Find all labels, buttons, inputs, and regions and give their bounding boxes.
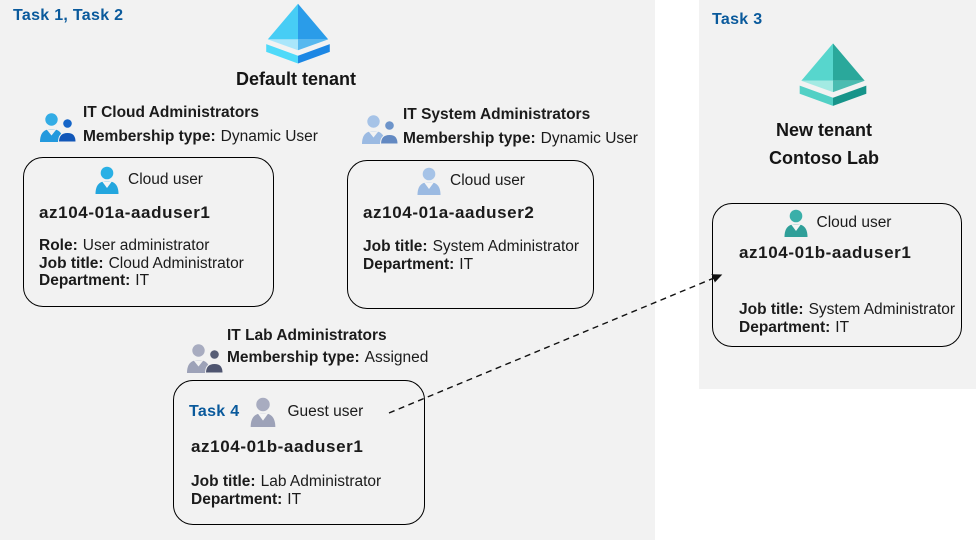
field-label: Role: xyxy=(39,237,78,254)
field-value: IT xyxy=(135,272,150,289)
field-row: Department:IT xyxy=(363,256,579,274)
task4-label: Task 4 xyxy=(189,403,240,420)
username: az104-01b-aaduser1 xyxy=(191,437,364,456)
field-row: Department:IT xyxy=(739,319,955,337)
group-name-it-lab-admins: IT Lab Administrators xyxy=(227,327,387,344)
field-label: Department: xyxy=(739,318,831,336)
group-membership: Membership type:Dynamic User xyxy=(83,128,318,146)
membership-type-value: Dynamic User xyxy=(220,128,318,145)
user-type-label: Cloud user xyxy=(128,171,203,188)
cloud-user-periwinkle-icon xyxy=(416,167,442,195)
field-label: Department: xyxy=(363,255,455,273)
field-value: User administrator xyxy=(82,237,210,254)
cloud-user-blue-icon xyxy=(94,166,120,194)
field-value: System Administrator xyxy=(808,301,956,318)
username: az104-01a-aaduser1 xyxy=(39,203,211,222)
new-tenant-panel: Task 3 New tenant Contoso Lab Cloud user… xyxy=(699,0,976,389)
membership-type-value: Assigned xyxy=(364,349,429,366)
membership-type-label: Membership type: xyxy=(403,130,536,147)
membership-type-label: Membership type: xyxy=(227,349,360,366)
field-label: Job title: xyxy=(739,301,804,318)
field-value: IT xyxy=(835,318,850,336)
group-name-it-cloud-admins: IT Cloud Administrators xyxy=(83,104,259,121)
default-tenant-title: Default tenant xyxy=(235,69,356,89)
username: az104-01b-aaduser1 xyxy=(739,243,912,262)
group-membership: Membership type:Dynamic User xyxy=(403,130,638,148)
user-fields: Job title:Lab Administrator Department:I… xyxy=(191,473,381,508)
field-value: IT xyxy=(287,490,302,508)
guest-user-gray-icon xyxy=(249,397,277,427)
field-row: Job title:System Administrator xyxy=(739,301,955,319)
field-label: Department: xyxy=(39,272,131,289)
cloud-user-teal-icon xyxy=(783,209,809,237)
azure-ad-tenant-blue-icon xyxy=(259,3,337,65)
task-3-label: Task 3 xyxy=(712,11,763,28)
membership-type-label: Membership type: xyxy=(83,128,216,145)
new-tenant-title-line1: New tenant xyxy=(775,120,872,140)
membership-type-value: Dynamic User xyxy=(540,130,638,147)
field-label: Department: xyxy=(191,490,283,508)
task-1-2-label: Task 1, Task 2 xyxy=(13,7,124,24)
user-type-label: Cloud user xyxy=(450,172,525,189)
field-label: Job title: xyxy=(363,238,428,255)
field-row: Role:User administrator xyxy=(39,237,244,255)
default-tenant-panel: Task 1, Task 2 Default tenant IT Cloud A… xyxy=(0,0,655,540)
guest-user-card: Task 4 Guest user az104-01b-aaduser1 Job… xyxy=(173,380,425,525)
user-fields: Job title:System Administrator Departmen… xyxy=(739,301,955,336)
user-type-label: Guest user xyxy=(287,403,364,420)
user-fields: Role:User administrator Job title:Cloud … xyxy=(39,237,244,290)
user-card-aaduser1: Cloud user az104-01a-aaduser1 Role:User … xyxy=(23,157,274,307)
group-users-periwinkle-icon xyxy=(362,114,398,144)
new-tenant-cloud-user-card: Cloud user az104-01b-aaduser1 Job title:… xyxy=(712,203,962,347)
field-label: Job title: xyxy=(191,473,256,490)
field-row: Job title:Lab Administrator xyxy=(191,473,381,491)
field-row: Job title:Cloud Administrator xyxy=(39,255,244,273)
azure-ad-tenant-teal-icon xyxy=(794,42,872,108)
field-value: IT xyxy=(459,255,474,273)
group-users-gray-icon xyxy=(187,343,223,373)
group-membership: Membership type:Assigned xyxy=(227,349,428,367)
field-row: Job title:System Administrator xyxy=(363,238,579,256)
user-type-label: Cloud user xyxy=(816,214,892,231)
field-row: Department:IT xyxy=(39,272,244,290)
field-value: System Administrator xyxy=(432,238,580,255)
group-users-blue-icon xyxy=(40,112,76,142)
field-label: Job title: xyxy=(39,254,104,272)
username: az104-01a-aaduser2 xyxy=(363,203,535,222)
field-value: Lab Administrator xyxy=(260,473,382,490)
field-value: Cloud Administrator xyxy=(108,254,244,272)
user-card-aaduser2: Cloud user az104-01a-aaduser2 Job title:… xyxy=(347,160,594,309)
user-fields: Job title:System Administrator Departmen… xyxy=(363,238,579,273)
field-row: Department:IT xyxy=(191,491,381,509)
group-name-it-system-admins: IT System Administrators xyxy=(403,106,591,123)
new-tenant-title-line2: Contoso Lab xyxy=(769,148,879,168)
